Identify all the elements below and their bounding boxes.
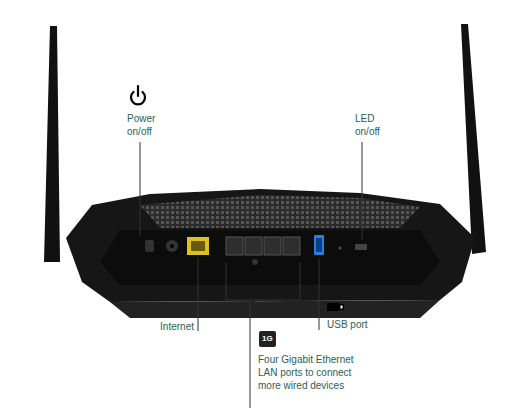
usb-icon <box>327 303 344 311</box>
led-switch <box>355 244 367 250</box>
leader-line <box>362 142 363 240</box>
right-antenna <box>461 24 486 254</box>
callout-label: Four Gigabit Ethernet LAN ports to conne… <box>258 353 370 392</box>
port-panel <box>100 230 440 285</box>
reset-hole <box>339 247 342 250</box>
leader-line <box>250 300 251 408</box>
callout-label: Internet <box>150 320 194 333</box>
dc-jack <box>166 240 178 252</box>
left-antenna <box>44 26 60 262</box>
lan-port <box>226 237 243 255</box>
screw <box>252 259 258 265</box>
power-button <box>145 240 154 252</box>
callout-label: Power on/off <box>127 112 171 138</box>
leader-line <box>140 142 141 236</box>
wan-port <box>187 237 209 255</box>
usb-port-socket <box>316 238 322 252</box>
router-base <box>110 300 440 318</box>
callout-label: USB port <box>327 318 397 331</box>
badge-text: 1G <box>262 334 273 344</box>
dc-jack-pin <box>170 244 174 248</box>
wan-port-socket <box>191 241 205 251</box>
leader-line <box>319 258 320 330</box>
lan-port <box>245 237 262 255</box>
router-body <box>66 189 475 302</box>
callout-label: LED on/off <box>355 112 399 138</box>
leader-line <box>198 258 199 331</box>
lan-port <box>264 237 281 255</box>
lan-port <box>283 237 300 255</box>
usb-port <box>314 235 324 255</box>
power-symbol <box>131 86 145 104</box>
vent-grille <box>140 195 420 228</box>
bracket <box>226 262 300 300</box>
speed-badge: 1G <box>259 331 276 347</box>
